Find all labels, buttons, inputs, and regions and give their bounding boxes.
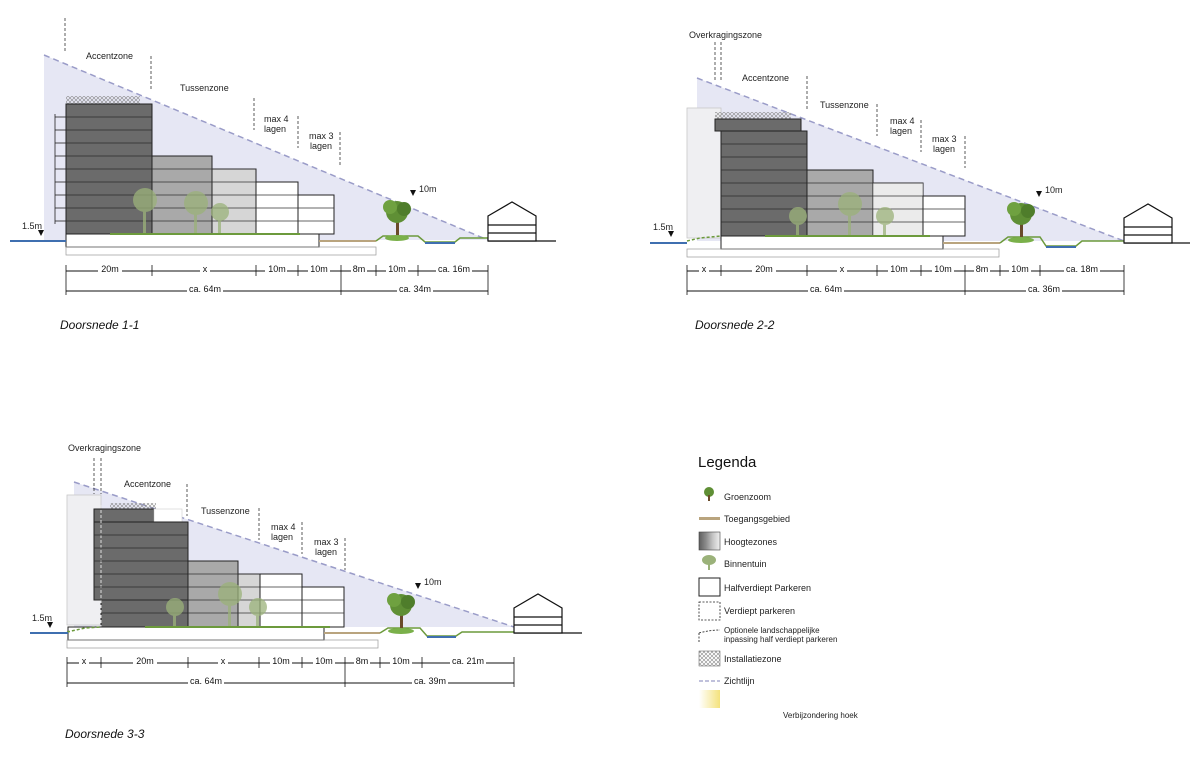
label-accentzone: Accentzone bbox=[86, 51, 133, 61]
dim-total: ca. 34m bbox=[399, 284, 431, 294]
dim-segment: ca. 16m bbox=[438, 264, 470, 274]
section-title: Doorsnede 3-3 bbox=[65, 727, 145, 741]
dim-segment: x bbox=[203, 264, 208, 274]
dim-total: ca. 64m bbox=[190, 676, 222, 686]
label-level: 1.5m bbox=[32, 613, 52, 623]
dim-segment: 10m bbox=[934, 264, 952, 274]
optional-landscape-icon bbox=[698, 629, 721, 642]
section-1: Accentzone Tussenzone max 4 lagen max 3 … bbox=[10, 18, 556, 332]
corner-accent-swatch-icon bbox=[699, 690, 720, 708]
dim-segment: x bbox=[702, 264, 707, 274]
dim-segment: 10m bbox=[1011, 264, 1029, 274]
label-tussenzone: Tussenzone bbox=[201, 506, 250, 516]
greenzone-tree bbox=[383, 200, 411, 241]
section-2: Overkragingszone Accentzone Tussenzone m… bbox=[650, 30, 1190, 332]
dim-total: ca. 39m bbox=[414, 676, 446, 686]
label-10m: 10m bbox=[424, 577, 442, 587]
installation-zone-icon bbox=[698, 650, 721, 667]
legend-item: Hoogtezones bbox=[724, 537, 778, 547]
label-10m: 10m bbox=[1045, 185, 1063, 195]
label-max4-lagen: lagen bbox=[271, 532, 293, 542]
inner-garden-icon bbox=[702, 555, 716, 570]
half-sunken-parking bbox=[65, 233, 320, 248]
half-sunken-parking bbox=[720, 235, 944, 250]
sightline bbox=[696, 77, 1125, 242]
dim-segment: 8m bbox=[976, 264, 989, 274]
tree-icon bbox=[704, 487, 714, 501]
label-accentzone: Accentzone bbox=[742, 73, 789, 83]
dim-total: ca. 64m bbox=[810, 284, 842, 294]
label-max3-lagen: lagen bbox=[933, 144, 955, 154]
label-max3-lagen: lagen bbox=[315, 547, 337, 557]
section-title: Doorsnede 2-2 bbox=[695, 318, 775, 332]
half-sunken-parking bbox=[67, 626, 325, 641]
height-zones-swatch-icon bbox=[698, 531, 721, 551]
dim-segment: x bbox=[82, 656, 87, 666]
label-10m: 10m bbox=[419, 184, 437, 194]
label-tussenzone: Tussenzone bbox=[180, 83, 229, 93]
dim-segment: 20m bbox=[136, 656, 154, 666]
sunken-parking-swatch-icon bbox=[698, 601, 721, 621]
legend: Legenda Groenzoom Toegangsgebied Hoogtez… bbox=[698, 454, 859, 720]
dim-segment: x bbox=[840, 264, 845, 274]
dim-segment: 10m bbox=[392, 656, 410, 666]
label-max4-lagen: lagen bbox=[890, 126, 912, 136]
legend-item: Halfverdiept Parkeren bbox=[724, 583, 811, 593]
dim-segment: 20m bbox=[101, 264, 119, 274]
legend-item: Binnentuin bbox=[724, 559, 767, 569]
dim-segment: ca. 18m bbox=[1066, 264, 1098, 274]
label-overkragingszone: Overkragingszone bbox=[68, 443, 141, 453]
section-3: Overkragingszone Accentzone Tussenzone m… bbox=[30, 443, 582, 741]
legend-item: Verdiept parkeren bbox=[724, 606, 795, 616]
dim-segment: 10m bbox=[272, 656, 290, 666]
dim-segment: 8m bbox=[353, 264, 366, 274]
legend-item: Installatiezone bbox=[724, 654, 782, 664]
sightline bbox=[73, 481, 515, 628]
label-max3: max 3 bbox=[314, 537, 339, 547]
legend-item: Toegangsgebied bbox=[724, 514, 790, 524]
legend-item: Zichtlijn bbox=[724, 676, 755, 686]
tower-top bbox=[714, 118, 802, 132]
dim-total: ca. 36m bbox=[1028, 284, 1060, 294]
legend-item: Verbijzondering hoek bbox=[783, 711, 859, 720]
dim-segment: 10m bbox=[310, 264, 328, 274]
low-block-3 bbox=[297, 194, 335, 235]
legend-title: Legenda bbox=[698, 454, 757, 471]
dim-segment: 10m bbox=[268, 264, 286, 274]
dim-segment: 10m bbox=[890, 264, 908, 274]
label-max4: max 4 bbox=[271, 522, 296, 532]
dim-segment: ca. 21m bbox=[452, 656, 484, 666]
dim-total: ca. 64m bbox=[189, 284, 221, 294]
legend-item: Optionele landschappelijke bbox=[724, 626, 820, 635]
dim-segment: 10m bbox=[388, 264, 406, 274]
sunken-parking-outline bbox=[65, 246, 377, 256]
label-max3-lagen: lagen bbox=[310, 141, 332, 151]
section-title: Doorsnede 1-1 bbox=[60, 318, 139, 332]
label-level: 1.5m bbox=[22, 221, 42, 231]
label-accentzone: Accentzone bbox=[124, 479, 171, 489]
dim-segment: 8m bbox=[356, 656, 369, 666]
label-max4-lagen: lagen bbox=[264, 124, 286, 134]
label-max4: max 4 bbox=[890, 116, 915, 126]
house bbox=[487, 201, 537, 242]
label-level: 1.5m bbox=[653, 222, 673, 232]
label-tussenzone: Tussenzone bbox=[820, 100, 869, 110]
half-parking-swatch-icon bbox=[698, 577, 721, 597]
dim-segment: 20m bbox=[755, 264, 773, 274]
dim-segment: 10m bbox=[315, 656, 333, 666]
label-max3: max 3 bbox=[932, 134, 957, 144]
label-max3: max 3 bbox=[309, 131, 334, 141]
legend-item: inpassing half verdiept parkeren bbox=[724, 635, 837, 644]
sightline bbox=[43, 54, 489, 241]
label-overkragingszone: Overkragingszone bbox=[689, 30, 762, 40]
legend-item: Groenzoom bbox=[724, 492, 771, 502]
installation-zone bbox=[66, 96, 140, 104]
access-swatch-icon bbox=[699, 517, 720, 520]
label-max4: max 4 bbox=[264, 114, 289, 124]
inner-garden-trees bbox=[133, 188, 229, 233]
dim-segment: x bbox=[221, 656, 226, 666]
